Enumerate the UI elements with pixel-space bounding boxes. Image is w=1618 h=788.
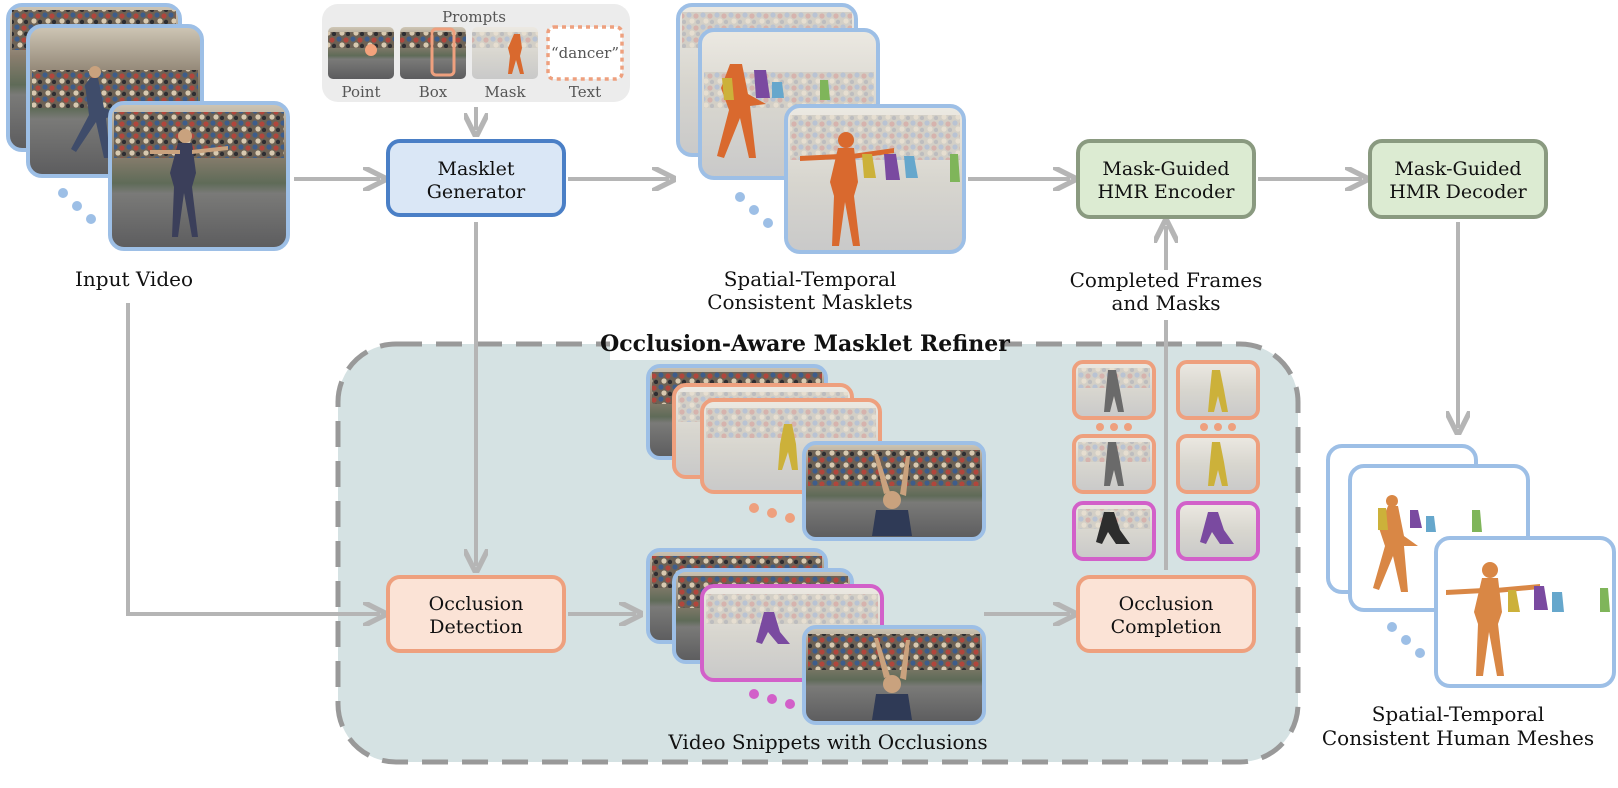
prompt-text-label: Text	[569, 83, 601, 101]
prompt-mask-thumb	[472, 27, 538, 79]
input-video-stack: Input Video	[6, 3, 290, 291]
masked-dancer	[800, 132, 894, 246]
input-video-label: Input Video	[75, 267, 193, 291]
hmr-encoder-box: Mask-Guided HMR Encoder	[1076, 139, 1256, 219]
snippets-label: Video Snippets with Occlusions	[667, 730, 987, 754]
prompt-mask-label: Mask	[484, 83, 526, 101]
ellipsis-dots	[749, 503, 795, 523]
completed-label-line2: and Masks	[1111, 291, 1220, 315]
hmr-decoder-box: Mask-Guided HMR Decoder	[1368, 139, 1548, 219]
upper-snippet-stack	[646, 364, 986, 541]
masklets-stack: Spatial-Temporal Consistent Masklets	[676, 3, 966, 314]
masklets-label-line1: Spatial-Temporal	[724, 267, 897, 291]
masklet-frame	[784, 104, 966, 254]
dancer-figure	[150, 129, 228, 237]
masklet-generator-box: Masklet Generator	[386, 139, 566, 217]
human-meshes-stack: Spatial-Temporal Consistent Human Meshes	[1322, 444, 1616, 750]
occlusion-completion-line2: Completion	[1111, 616, 1222, 638]
ellipsis-dots	[1387, 622, 1425, 658]
ellipsis-dots	[735, 192, 773, 228]
prompt-text-thumb: “dancer”	[546, 25, 624, 81]
completed-frame	[1072, 434, 1156, 494]
completed-frames-grid	[1072, 360, 1260, 561]
prompts-label: Prompts	[442, 8, 506, 26]
masklets-label-line2: Consistent Masklets	[707, 290, 913, 314]
video-frame	[108, 101, 290, 251]
prompt-box-thumb	[400, 27, 466, 79]
hmr-encoder-line1: Mask-Guided	[1102, 158, 1229, 180]
meshes-label-line1: Spatial-Temporal	[1372, 702, 1545, 726]
hmr-decoder-line1: Mask-Guided	[1394, 158, 1521, 180]
occlusion-detection-line2: Detection	[429, 616, 522, 638]
completed-frame	[1176, 501, 1260, 561]
ellipsis-dots	[58, 188, 96, 224]
prompts-panel: Prompts Point Box Mask “dancer” Text	[322, 4, 630, 102]
prompt-point-label: Point	[341, 83, 380, 101]
mesh-figures-back	[1373, 495, 1482, 592]
ellipsis-dots	[1096, 423, 1236, 431]
occlusion-completion-line1: Occlusion	[1119, 593, 1214, 615]
meshes-label-line2: Consistent Human Meshes	[1322, 726, 1594, 750]
masklet-generator-line1: Masklet	[437, 158, 514, 180]
completed-frame	[1176, 360, 1260, 420]
flow-arrows	[126, 107, 1458, 614]
hmr-encoder-line2: HMR Encoder	[1097, 181, 1235, 203]
hmr-decoder-line2: HMR Decoder	[1389, 181, 1527, 203]
occlusion-detection-line1: Occlusion	[429, 593, 524, 615]
mesh-figures-front	[1446, 562, 1610, 676]
prompt-text-value: “dancer”	[551, 44, 619, 62]
masklet-generator-line2: Generator	[427, 181, 526, 203]
completed-frame	[1176, 434, 1260, 494]
ellipsis-dots	[749, 689, 795, 709]
occlusion-completion-box: Occlusion Completion	[1076, 575, 1256, 653]
occlusion-detection-box: Occlusion Detection	[386, 575, 566, 653]
completed-frame	[1072, 360, 1156, 420]
occlusion-snippet-stack: Video Snippets with Occlusions	[646, 548, 988, 754]
refiner-title: Occlusion-Aware Masklet Refiner	[600, 331, 1010, 357]
completed-label-line1: Completed Frames	[1070, 268, 1263, 292]
prompt-point-thumb	[328, 27, 394, 79]
completed-frame	[1072, 501, 1156, 561]
arrow-input-to-detection	[126, 303, 380, 614]
prompt-box-label: Box	[419, 83, 448, 101]
